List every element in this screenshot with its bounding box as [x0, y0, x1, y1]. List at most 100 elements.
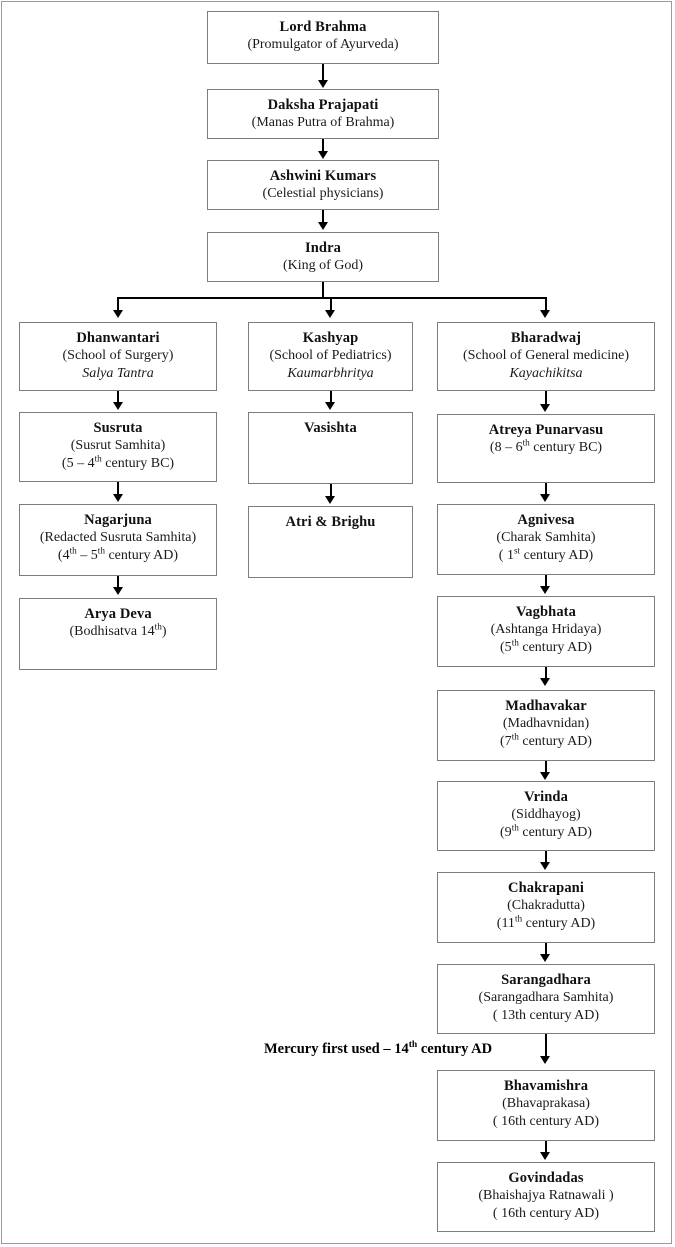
node-nagarjuna[interactable]: Nagarjuna (Redacted Susruta Samhita) (4t…: [19, 504, 217, 576]
node-sanskrit-term: Kayachikitsa: [509, 366, 583, 382]
node-subtitle: (Sarangadhara Samhita): [478, 990, 614, 1006]
arrowhead-dhanwantari-susruta: [112, 402, 123, 410]
arrowhead-sarangadhara-bhavamishra: [540, 1056, 551, 1064]
connector-branch-right: [544, 297, 547, 314]
node-atri-brighu[interactable]: Atri & Brighu: [248, 506, 413, 578]
node-subtitle: (Susrut Samhita): [70, 438, 166, 454]
node-ashwini-kumars[interactable]: Ashwini Kumars (Celestial physicians): [207, 160, 439, 210]
connector-vasishta-atribrighu: [329, 484, 332, 499]
node-subtitle: (Bhaishajya Ratnawali ): [478, 1188, 614, 1204]
connector-brahma-daksha: [321, 64, 325, 84]
mercury-annotation: Mercury first used – 14th century AD: [264, 1039, 493, 1057]
connector-susruta-nagarjuna: [117, 482, 120, 497]
connector-daksha-ashwini: [321, 139, 325, 155]
node-vasishta[interactable]: Vasishta: [248, 412, 413, 484]
arrowhead-ashwini-indra: [317, 222, 328, 230]
node-arya-deva[interactable]: Arya Deva (Bodhisatva 14th): [19, 598, 217, 670]
node-atreya-punarvasu[interactable]: Atreya Punarvasu (8 – 6th century BC): [437, 414, 655, 483]
connector-indra-stem: [321, 282, 325, 299]
connector-vrinda-chakrapani: [544, 851, 547, 865]
node-agnivesa[interactable]: Agnivesa (Charak Samhita) ( 1st century …: [437, 504, 655, 575]
node-subtitle: (Charak Samhita): [496, 530, 596, 546]
node-bhavamishra[interactable]: Bhavamishra (Bhavaprakasa) ( 16th centur…: [437, 1070, 655, 1141]
node-susruta[interactable]: Susruta (Susrut Samhita) (5 – 4th centur…: [19, 412, 217, 482]
node-sarangadhara[interactable]: Sarangadhara (Sarangadhara Samhita) ( 13…: [437, 964, 655, 1034]
connector-branch-left: [117, 297, 120, 314]
node-title: Kashyap: [302, 330, 359, 346]
node-subtitle: (School of Pediatrics): [269, 348, 392, 364]
node-dhanwantari[interactable]: Dhanwantari (School of Surgery) Salya Ta…: [19, 322, 217, 391]
arrowhead-bharadwaj-atreya: [540, 404, 551, 412]
node-date: ( 16th century AD): [492, 1206, 600, 1222]
node-indra[interactable]: Indra (King of God): [207, 232, 439, 282]
arrowhead-madhavakar-vrinda: [540, 772, 551, 780]
node-subtitle: (Promulgator of Ayurveda): [247, 37, 399, 53]
node-title: Arya Deva: [84, 606, 152, 622]
node-date: (5 – 4th century BC): [61, 453, 175, 472]
node-title: Vrinda: [524, 789, 568, 805]
arrowhead-nagarjuna-aryadeva: [112, 587, 123, 595]
node-daksha-prajapati[interactable]: Daksha Prajapati (Manas Putra of Brahma): [207, 89, 439, 139]
node-subtitle: (King of God): [282, 258, 364, 274]
arrowhead-agnivesa-vagbhata: [540, 586, 551, 594]
connector-madhavakar-vrinda: [544, 761, 547, 774]
node-sanskrit-term: Kaumarbhritya: [287, 366, 374, 382]
node-title: Atreya Punarvasu: [488, 422, 604, 438]
arrowhead-susruta-nagarjuna: [112, 494, 123, 502]
node-title: Bharadwaj: [510, 330, 582, 346]
node-subtitle: (Bhavaprakasa): [502, 1096, 590, 1112]
arrowhead-branch-left: [112, 310, 123, 318]
node-title: Nagarjuna: [84, 512, 152, 528]
node-date: (11th century AD): [496, 913, 596, 932]
node-title: Chakrapani: [508, 880, 584, 896]
node-subtitle: (School of General medicine): [463, 348, 629, 364]
node-title: Vasishta: [304, 420, 357, 436]
node-title: Bhavamishra: [503, 1078, 589, 1094]
node-vrinda[interactable]: Vrinda (Siddhayog) (9th century AD): [437, 781, 655, 851]
node-madhavakar[interactable]: Madhavakar (Madhavnidan) (7th century AD…: [437, 690, 655, 761]
node-date: (8 – 6th century BC): [489, 437, 603, 456]
connector-vagbhata-madhavakar: [544, 667, 547, 680]
node-subtitle: (Celestial physicians): [262, 186, 384, 202]
arrowhead-brahma-daksha: [317, 80, 328, 88]
node-chakrapani[interactable]: Chakrapani (Chakradutta) (11th century A…: [437, 872, 655, 943]
node-title: Agnivesa: [517, 512, 575, 528]
node-date: (7th century AD): [500, 731, 592, 750]
node-title: Lord Brahma: [279, 19, 367, 35]
node-subtitle: (Ashtanga Hridaya): [490, 622, 602, 638]
node-date: (9th century AD): [500, 822, 592, 841]
arrowhead-vrinda-chakrapani: [540, 862, 551, 870]
node-subtitle: (Madhavnidan): [502, 716, 590, 732]
node-date: (5th century AD): [500, 637, 592, 656]
node-kashyap[interactable]: Kashyap (School of Pediatrics) Kaumarbhr…: [248, 322, 413, 391]
arrowhead-branch-mid: [325, 310, 336, 318]
node-title: Sarangadhara: [501, 972, 591, 988]
node-title: Indra: [305, 240, 341, 256]
node-subtitle: (Manas Putra of Brahma): [251, 115, 395, 131]
connector-ashwini-indra: [321, 210, 325, 226]
node-sanskrit-term: Salya Tantra: [82, 366, 154, 382]
node-title: Dhanwantari: [76, 330, 160, 346]
node-date: ( 16th century AD): [492, 1114, 600, 1130]
node-title: Ashwini Kumars: [269, 168, 377, 184]
node-date: ( 1st century AD): [498, 545, 594, 564]
arrowhead-branch-right: [540, 310, 551, 318]
arrowhead-daksha-ashwini: [317, 151, 328, 159]
arrowhead-chakrapani-sarangadhara: [540, 954, 551, 962]
node-title: Daksha Prajapati: [267, 97, 379, 113]
arrowhead-kashyap-vasishta: [325, 402, 336, 410]
node-title: Vagbhata: [516, 604, 576, 620]
node-govindadas[interactable]: Govindadas (Bhaishajya Ratnawali ) ( 16t…: [437, 1162, 655, 1232]
arrowhead-vagbhata-madhavakar: [540, 678, 551, 686]
arrowhead-vasishta-atribrighu: [325, 496, 336, 504]
node-date: (Bodhisatva 14th): [69, 621, 167, 640]
connector-sarangadhara-bhavamishra: [544, 1034, 547, 1060]
node-bharadwaj[interactable]: Bharadwaj (School of General medicine) K…: [437, 322, 655, 391]
node-vagbhata[interactable]: Vagbhata (Ashtanga Hridaya) (5th century…: [437, 596, 655, 667]
node-title: Govindadas: [508, 1170, 584, 1186]
connector-agnivesa-vagbhata: [544, 575, 547, 589]
connector-bhavamishra-govindadas: [544, 1141, 547, 1154]
connector-nagarjuna-aryadeva: [117, 576, 120, 590]
node-lord-brahma[interactable]: Lord Brahma (Promulgator of Ayurveda): [207, 11, 439, 64]
